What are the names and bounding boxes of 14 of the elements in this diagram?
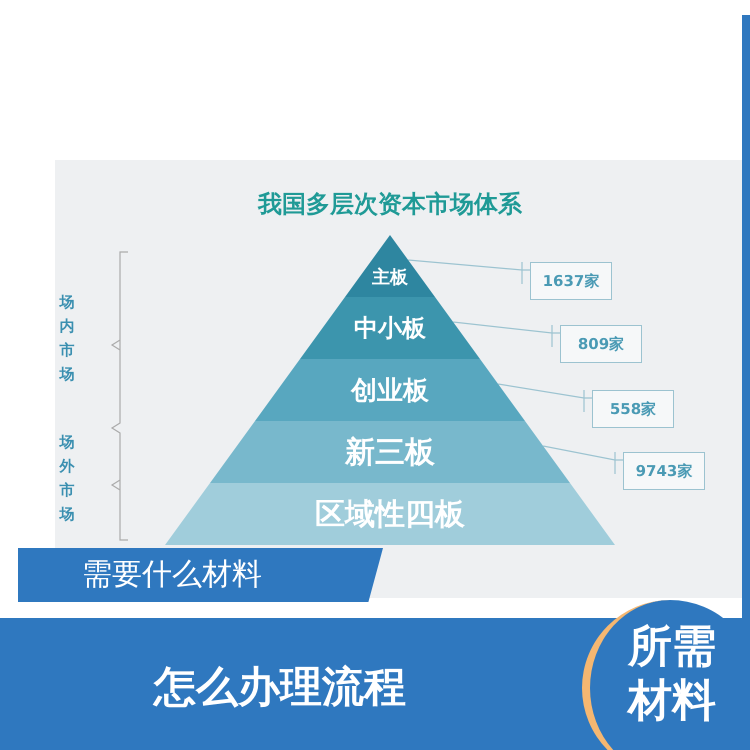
banner: 需要什么材料 [18, 548, 383, 602]
count-box: 9743家 [623, 452, 705, 490]
leader-line [543, 445, 623, 474]
pyramid-layer: 区域性四板 [165, 483, 615, 545]
leader-line [408, 259, 530, 284]
count-box: 1637家 [530, 262, 612, 300]
side-label: 场内市场 [58, 292, 76, 385]
leader-line [498, 383, 592, 412]
band-heading: 怎么办理流程 [110, 655, 450, 719]
title: 我国多层次资本市场体系 [256, 189, 523, 220]
leader-line [453, 321, 560, 347]
count-box: 558家 [592, 390, 674, 428]
count-box: 809家 [560, 325, 642, 363]
side-label: 场外市场 [58, 432, 76, 525]
